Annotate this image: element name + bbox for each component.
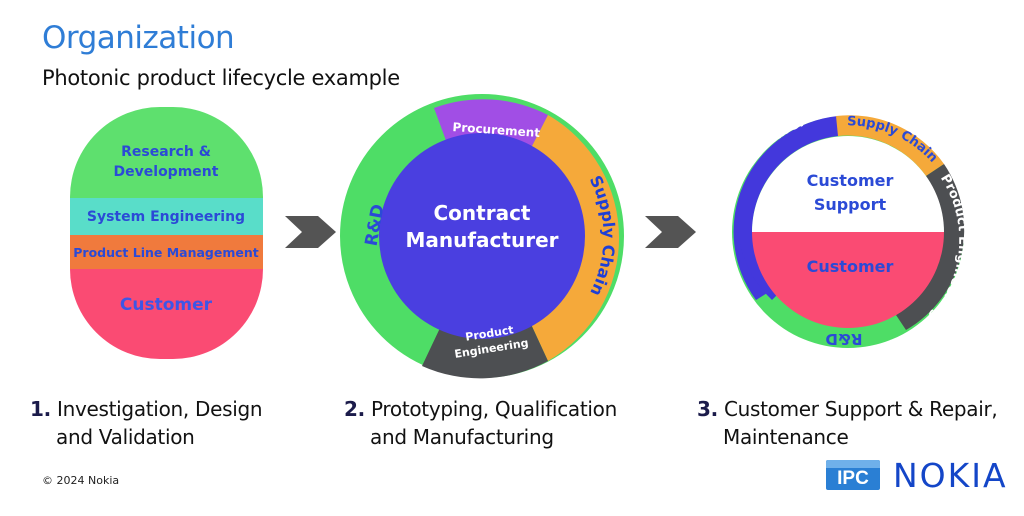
research-label: Research &: [121, 144, 211, 160]
stage-3-caption: 3. Customer Support & Repair, Maintenanc…: [697, 395, 998, 451]
customer-support-half: [752, 136, 944, 232]
nokia-logo: NOKIA: [893, 456, 1008, 495]
stage-1-line1: Investigation, Design: [56, 397, 263, 421]
customer-half: [752, 232, 944, 328]
stage-1-caption: 1. Investigation, Design and Validation: [30, 395, 263, 451]
copyright-text: © 2024 Nokia: [42, 474, 120, 487]
product-engineering-segment: [422, 322, 548, 379]
stage-2-line1: Prototyping, Qualification: [370, 397, 617, 421]
procurement-label: Procurement: [452, 120, 541, 140]
stage-2-line2: and Manufacturing: [370, 425, 554, 449]
system-engineering-label: System Engineering: [87, 209, 245, 225]
stage2-ring: Contract Manufacturer Procurement Supply…: [340, 94, 624, 379]
contract-label: Contract: [434, 201, 531, 225]
contract-manufacturer-core: [379, 133, 585, 339]
product-engineering-segment-stage3: [894, 164, 965, 330]
stage-1-number: 1.: [30, 397, 51, 421]
stage1-pill: Research & Development System Engineerin…: [70, 107, 263, 359]
development-label: Development: [114, 164, 219, 180]
stage-1-line2: and Validation: [56, 425, 195, 449]
contract-manufacturer-segment: [733, 116, 838, 300]
stage-2-caption: 2. Prototyping, Qualification and Manufa…: [344, 395, 617, 451]
page-title: Organization: [42, 20, 235, 56]
stage-3-line2: Maintenance: [723, 425, 849, 449]
ipc-logo-text: IPC: [837, 468, 869, 489]
customer-support-line1: Customer: [807, 171, 894, 190]
ipc-logo: IPC: [826, 460, 880, 490]
stage-2-number: 2.: [344, 397, 365, 421]
manufacturer-label: Manufacturer: [405, 228, 558, 252]
arrow-2-icon: [645, 216, 696, 248]
rd-label-stage3: R&D: [825, 330, 862, 348]
supply-chain-segment: [530, 115, 620, 361]
stage3-ring: Customer Support Customer Contract Manuf…: [718, 113, 970, 348]
supply-chain-segment-stage3: [836, 115, 944, 176]
customer-support-line2: Support: [814, 195, 887, 214]
product-line-label: Product Line Management: [73, 245, 259, 260]
customer-label-stage1: Customer: [120, 295, 213, 315]
stage-3-number: 3.: [697, 397, 718, 421]
arrow-1-icon: [285, 216, 336, 248]
product-line-block: [70, 235, 263, 269]
system-engineering-block: [70, 198, 263, 235]
page-subtitle: Photonic product lifecycle example: [42, 66, 400, 90]
customer-label-stage3: Customer: [807, 257, 894, 276]
stage-3-line1: Customer Support & Repair,: [723, 397, 998, 421]
